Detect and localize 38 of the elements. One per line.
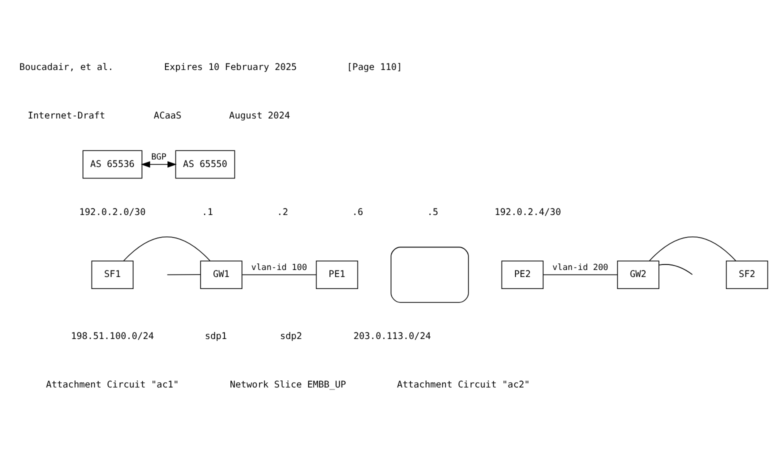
node-box bbox=[390, 246, 469, 302]
connector bbox=[123, 236, 210, 261]
label: .6 bbox=[352, 206, 364, 218]
label: Network Slice EMBB_UP bbox=[230, 379, 346, 390]
node-box: AS 65550 bbox=[175, 150, 236, 178]
label: Boucadair, et al. bbox=[19, 62, 114, 73]
label: .1 bbox=[202, 206, 214, 218]
connector bbox=[166, 274, 201, 275]
connector bbox=[242, 274, 317, 275]
label: sdp1 bbox=[204, 330, 227, 342]
arrow bbox=[140, 160, 177, 168]
label: 192.0.2.4/30 bbox=[494, 206, 562, 218]
node-box: SF2 bbox=[726, 260, 768, 288]
connector bbox=[648, 236, 736, 261]
node-box: AS 65536 bbox=[82, 150, 142, 178]
edge-label: vlan-id 200 bbox=[552, 262, 608, 272]
label: Expires 10 February 2025 bbox=[164, 62, 297, 73]
node-box: PE1 bbox=[316, 260, 358, 288]
connector bbox=[543, 274, 618, 275]
node-box: GW2 bbox=[617, 260, 660, 288]
label: Attachment Circuit "ac1" bbox=[46, 379, 179, 390]
node-box: GW1 bbox=[200, 260, 242, 288]
node-box: SF1 bbox=[91, 260, 134, 288]
label: ACaaS bbox=[154, 110, 182, 122]
label: .2 bbox=[277, 206, 288, 218]
label: Attachment Circuit "ac2" bbox=[397, 379, 530, 390]
label: Internet-Draft bbox=[28, 110, 106, 122]
node-box: PE2 bbox=[501, 260, 544, 288]
label: 203.0.113.0/24 bbox=[353, 330, 431, 342]
label: August 2024 bbox=[229, 110, 290, 122]
connector bbox=[658, 264, 693, 274]
edge-label: BGP bbox=[151, 151, 166, 162]
label: [Page 110] bbox=[346, 62, 402, 73]
label: sdp2 bbox=[280, 330, 302, 342]
label: 192.0.2.0/30 bbox=[79, 206, 146, 218]
edge-label: vlan-id 100 bbox=[251, 262, 308, 272]
label: .5 bbox=[427, 206, 438, 218]
label: 198.51.100.0/24 bbox=[70, 330, 154, 342]
